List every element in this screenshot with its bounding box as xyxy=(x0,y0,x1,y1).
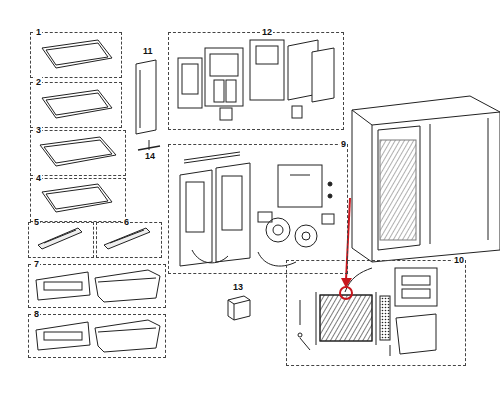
part-group-box: 1 xyxy=(30,32,122,78)
callout-number: 1 xyxy=(35,27,42,37)
callout-number: 6 xyxy=(123,217,130,227)
callout-number: 9 xyxy=(340,139,347,149)
part-group-box: 3 xyxy=(30,130,126,176)
part-group-box: 6 xyxy=(96,222,162,258)
callout-number: 7 xyxy=(33,259,40,269)
part-group-box: 12 xyxy=(168,32,344,130)
callout-number: 3 xyxy=(35,125,42,135)
part-group-box: 7 xyxy=(28,264,166,308)
part-group-box: 5 xyxy=(28,222,94,258)
callout-number: 13 xyxy=(232,282,244,292)
callout-number: 11 xyxy=(142,46,154,56)
part-group-box: 8 xyxy=(28,314,166,358)
callout-number: 4 xyxy=(35,173,42,183)
callout-number: 14 xyxy=(144,151,156,161)
callout-number: 10 xyxy=(453,255,465,265)
callout-number: 12 xyxy=(261,27,273,37)
callout-number: 8 xyxy=(33,309,40,319)
part-group-box: 2 xyxy=(30,82,122,128)
part-group-box: 4 xyxy=(30,178,126,222)
part-group-box: 10 xyxy=(286,260,466,366)
callout-number: 5 xyxy=(33,217,40,227)
callout-number: 2 xyxy=(35,77,42,87)
part-group-box: 9 xyxy=(168,144,348,274)
